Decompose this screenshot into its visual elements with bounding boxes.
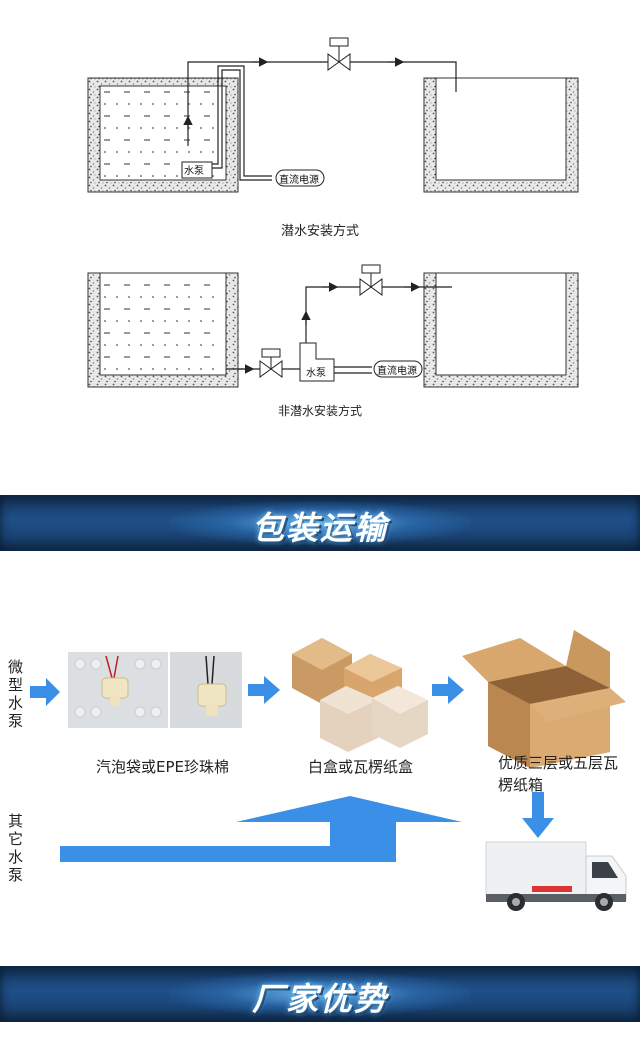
pump-label: 水泵: [184, 166, 204, 177]
caption-non-submersible: 非潜水安装方式: [277, 404, 362, 418]
non-submersible-diagram: [87, 264, 579, 388]
packaging-banner: 包装运输: [0, 495, 640, 551]
white-and-kraft-boxes: [292, 638, 428, 752]
label-micro-pump: 微型水泵: [8, 658, 24, 730]
advantage-banner-title: 厂家优势: [251, 980, 388, 1018]
delivery-truck: [485, 841, 627, 911]
step1-label: 汽泡袋或EPE珍珠棉: [96, 758, 230, 776]
valve-icon-3: [259, 348, 283, 378]
label-other-pump: 其它水泵: [8, 812, 24, 884]
arrow-right-icon: [30, 678, 60, 706]
target-tank-2: [423, 272, 579, 388]
source-tank-2: [87, 272, 239, 388]
valve-icon-2: [359, 264, 383, 296]
packaging-banner-title: 包装运输: [251, 509, 388, 547]
arrow-down-icon: [522, 792, 554, 838]
corrugated-carton: [462, 630, 626, 768]
submersible-diagram: [87, 37, 579, 193]
arrow-right-icon: [432, 676, 464, 704]
packaging-flow: [30, 630, 627, 911]
epe-foam-photo: [170, 652, 242, 728]
caption-submersible: 潜水安装方式: [280, 224, 359, 239]
arrow-right-icon: [248, 676, 280, 704]
power-label-2: 直流电源: [377, 366, 417, 377]
bubble-bag-photo-1: [68, 652, 168, 728]
pump-label-2: 水泵: [306, 368, 326, 379]
valve-icon: [327, 37, 351, 71]
step3-label: 优质三层或五层瓦楞纸箱: [498, 754, 619, 794]
step2-label: 白盒或瓦楞纸盒: [308, 758, 414, 776]
target-tank: [423, 77, 579, 193]
power-label: 直流电源: [279, 175, 319, 186]
big-curved-arrow: [60, 796, 462, 862]
source-tank: [87, 77, 239, 193]
advantage-banner: 厂家优势: [0, 966, 640, 1022]
